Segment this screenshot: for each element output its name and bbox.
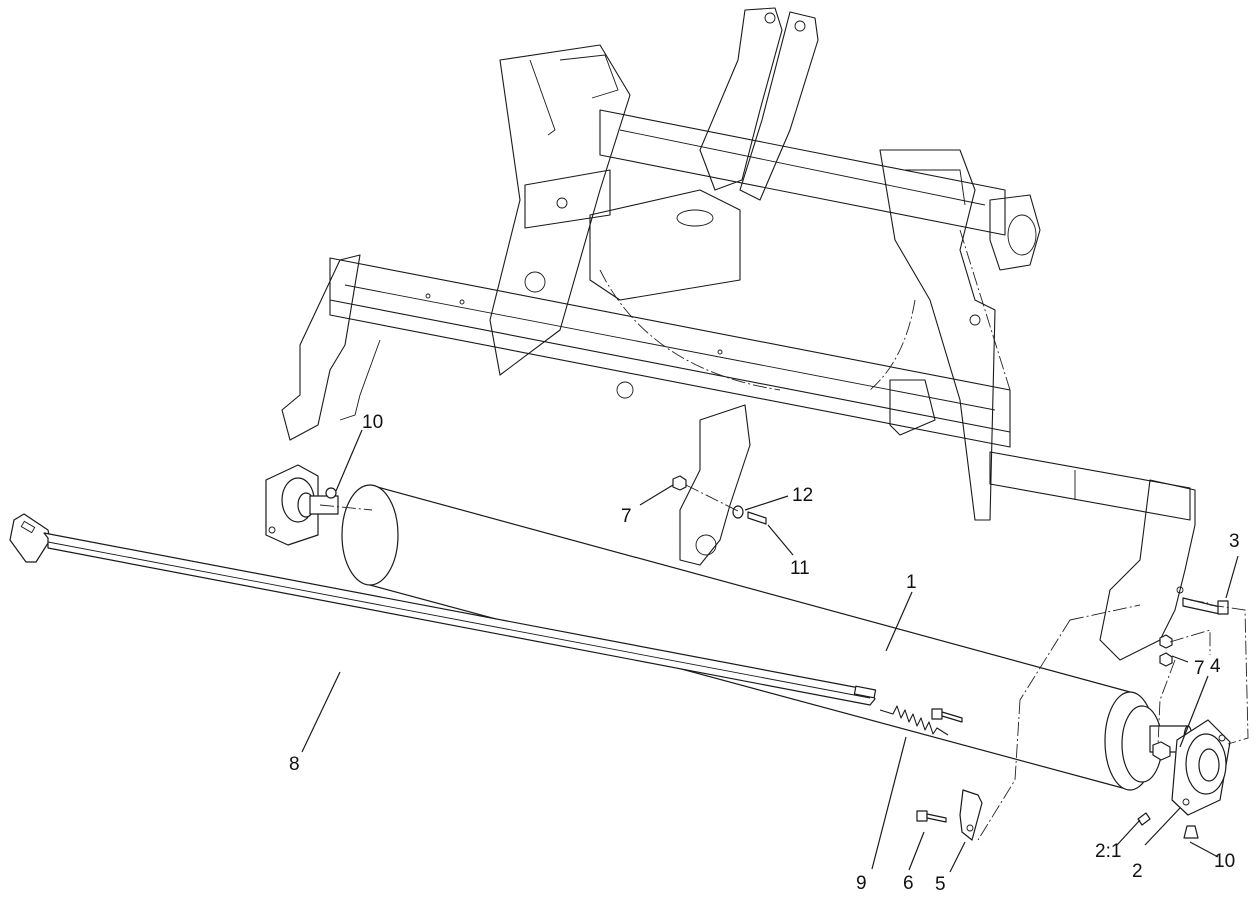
callout-10-right: 10 (1214, 851, 1235, 872)
callout-leaders (301, 429, 1239, 873)
callout-7-center: 7 (621, 506, 632, 527)
callout-11: 11 (790, 558, 810, 579)
callout-3: 3 (1229, 531, 1240, 552)
callout-labels: 1 2 2:1 3 4 5 6 7 7 8 9 10 10 11 12 (289, 412, 1240, 895)
callout-4: 4 (1210, 656, 1221, 677)
callout-10-left: 10 (362, 412, 383, 433)
left-bearing-flange (265, 464, 339, 546)
callout-2: 2 (1132, 861, 1143, 882)
assembly-phantom-lines (319, 484, 1249, 841)
nut-7-center (672, 475, 687, 491)
callout-9: 9 (856, 873, 867, 894)
callout-7-right: 7 (1194, 658, 1205, 679)
roller-assembly (341, 484, 1193, 791)
callout-12: 12 (792, 485, 813, 506)
scraper-bar (43, 532, 877, 706)
left-grease-fitting (325, 487, 337, 499)
scraper-end-clip (9, 513, 51, 563)
callout-8: 8 (289, 754, 300, 775)
nut-7-lower (1159, 652, 1173, 667)
right-bearing-flange (1171, 719, 1231, 816)
callout-2-1: 2:1 (1095, 841, 1121, 862)
main-frame-assembly (281, 7, 1196, 661)
right-grease-fitting (1183, 825, 1199, 839)
bolt-3 (1182, 597, 1229, 615)
tension-spring (879, 705, 949, 736)
bolt-upper (931, 708, 963, 723)
grease-fitting-2-1 (1137, 812, 1151, 826)
callout-6: 6 (903, 873, 914, 894)
adjuster-bracket (959, 789, 983, 841)
nut-4 (1152, 741, 1171, 761)
nut-7-upper (1159, 634, 1173, 649)
callout-5: 5 (935, 874, 946, 895)
bolt-lower (916, 810, 947, 823)
washer-12 (732, 505, 744, 519)
screw-11 (747, 511, 767, 525)
callout-1: 1 (906, 572, 917, 593)
